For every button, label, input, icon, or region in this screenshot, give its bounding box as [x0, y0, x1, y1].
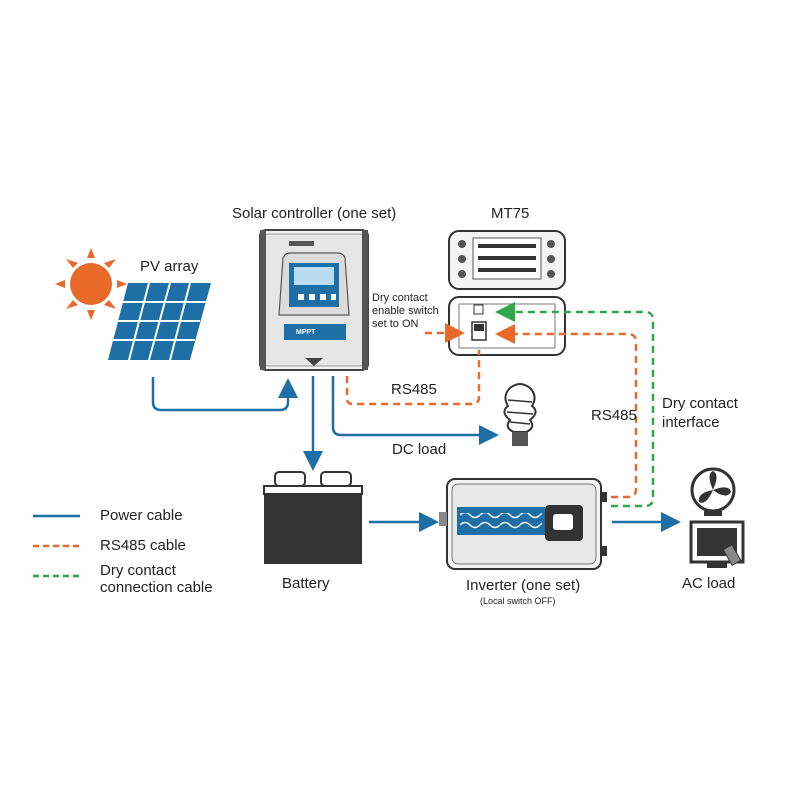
ac-load-label: AC load — [682, 575, 736, 592]
controller-brand-label: MPPT — [296, 329, 316, 336]
dry-contact-cable — [495, 302, 655, 508]
mt75-label: MT75 — [491, 205, 530, 222]
rs485-cables — [345, 323, 638, 499]
fan-icon — [690, 467, 736, 516]
sun-icon — [55, 248, 127, 320]
power-cables — [151, 376, 681, 532]
rs485-label-right: RS485 — [591, 407, 637, 424]
inverter-device — [439, 478, 607, 570]
legend-dry-contact-text: Dry contact connection cable — [100, 562, 213, 596]
inverter-label: Inverter (one set) — [466, 577, 581, 594]
rs485-label-top: RS485 — [391, 381, 437, 398]
pv-array-label: PV array — [140, 258, 199, 275]
dry-contact-module — [448, 296, 566, 356]
battery-icon — [263, 471, 363, 564]
dc-load-label: DC load — [392, 441, 447, 458]
solar-controller-label: Solar controller (one set) — [232, 205, 397, 222]
battery-label: Battery — [282, 575, 330, 592]
legend-rs485-text: RS485 cable — [100, 537, 186, 554]
light-bulb-icon — [503, 383, 537, 446]
dry-contact-switch-label: Dry contact enable switch set to ON — [372, 292, 439, 330]
tv-icon — [689, 520, 745, 568]
legend-lines — [33, 514, 80, 578]
inverter-note-label: (Local switch OFF) — [480, 596, 556, 606]
dry-contact-interface-label: Dry contact interface — [662, 395, 738, 431]
solar-controller-device — [259, 229, 369, 371]
legend-power-text: Power cable — [100, 507, 183, 524]
mt75-meter-device — [448, 230, 566, 290]
pv-panel-icon — [108, 282, 211, 361]
